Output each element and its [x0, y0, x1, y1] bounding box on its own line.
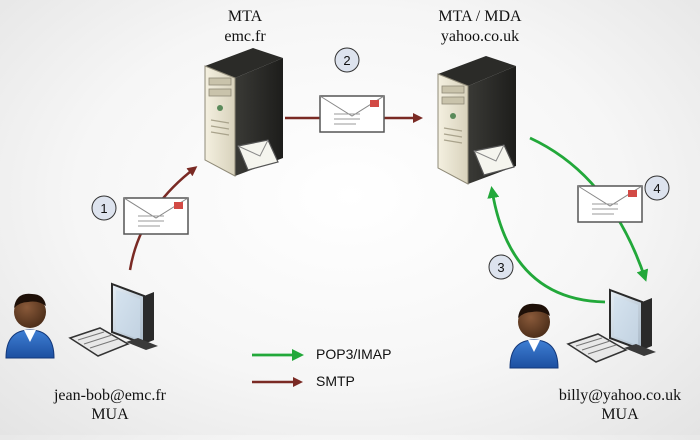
step-badge-2: 2: [334, 47, 360, 73]
sender-role: MUA: [91, 406, 129, 423]
sender-computer-icon: [69, 283, 159, 357]
step-badge-label: 3: [497, 260, 504, 275]
step-badge-4: 4: [644, 175, 670, 201]
step-badge-label: 2: [343, 53, 350, 68]
legend-pop-label: POP3/IMAP: [316, 346, 392, 362]
step-badge-1: 1: [91, 195, 117, 221]
step-badge-label: 1: [100, 201, 107, 216]
mda-domain: yahoo.co.uk: [440, 28, 520, 45]
mta-title: MTA: [227, 8, 263, 25]
pop-arrow-client-request: [487, 186, 606, 304]
recipient-person-icon: [509, 303, 559, 369]
envelope-step2-icon: [319, 95, 385, 133]
envelope-step1-icon: [123, 197, 189, 235]
step-badge-3: 3: [488, 254, 514, 280]
legend-smtp-label: SMTP: [316, 373, 355, 389]
mda-title: MTA / MDA: [438, 8, 522, 25]
recipient-role: MUA: [601, 406, 639, 423]
sender-person-icon: [5, 293, 55, 359]
mta-domain: emc.fr: [224, 28, 266, 45]
recipient-address: billy@yahoo.co.uk: [558, 387, 682, 404]
sender-address: jean-bob@emc.fr: [53, 387, 166, 404]
step-badge-label: 4: [653, 181, 660, 196]
envelope-step4-icon: [577, 185, 643, 223]
